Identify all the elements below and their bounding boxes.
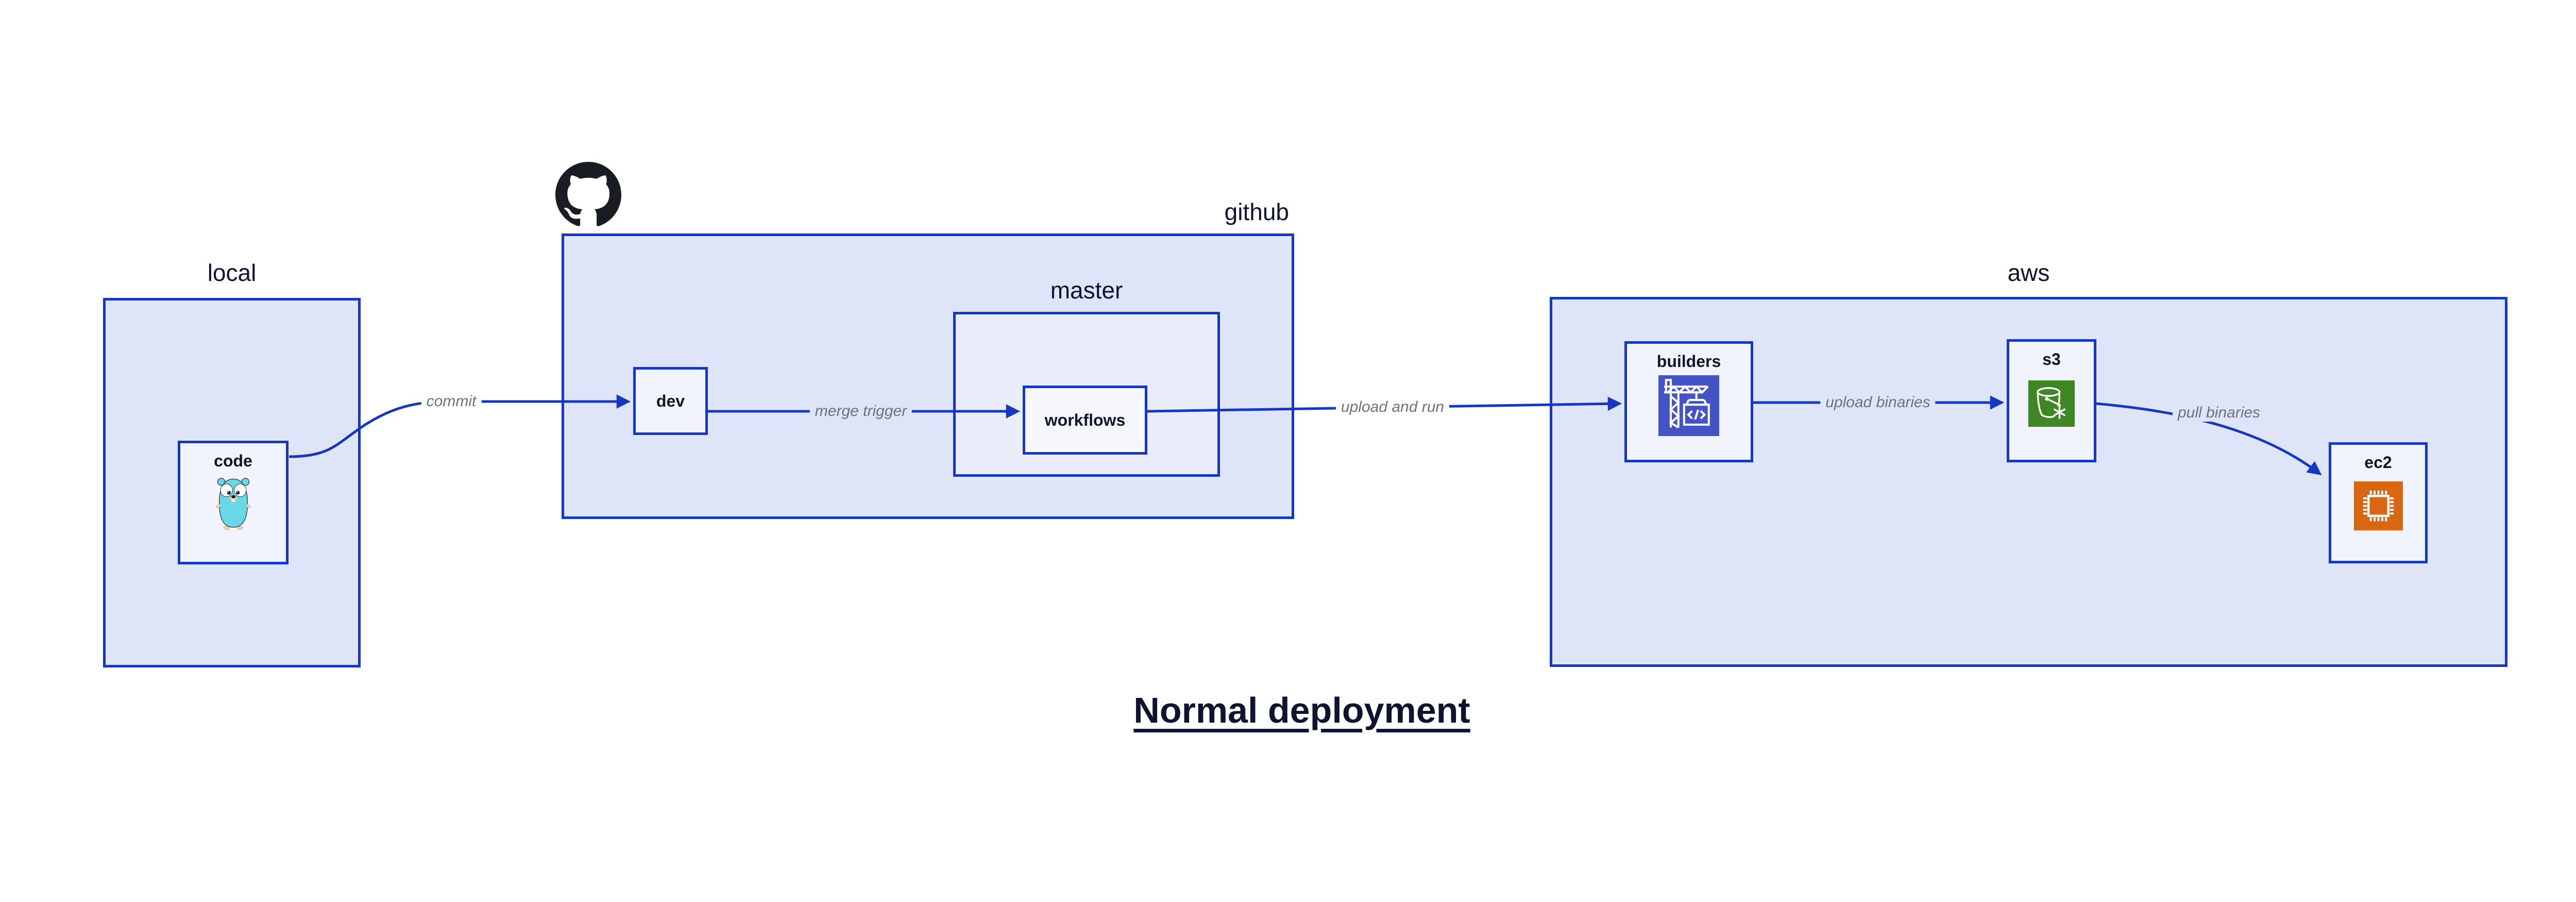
node-dev-label: dev (656, 391, 685, 410)
s3-bucket-icon (2028, 380, 2075, 427)
go-gopher-icon (215, 478, 251, 530)
node-workflows-label: workflows (1044, 410, 1126, 429)
node-code-label: code (214, 452, 252, 470)
edge-label-merge-trigger: merge trigger (809, 403, 912, 420)
group-local-label: local (207, 259, 257, 286)
node-workflows: workflows (1023, 386, 1147, 455)
group-master-label: master (1050, 277, 1123, 304)
group-aws-label: aws (2007, 259, 2050, 286)
node-ec2: ec2 (2329, 442, 2428, 563)
edge-label-upload-binaries: upload binaries (1820, 394, 1936, 411)
group-github-label: github (1224, 198, 1289, 225)
node-builders-label: builders (1656, 352, 1721, 371)
ec2-chip-icon (2353, 481, 2403, 530)
edge-label-pull-binaries: pull binaries (2172, 404, 2266, 422)
edge-label-upload-and-run: upload and run (1335, 398, 1450, 416)
node-s3: s3 (2007, 339, 2096, 462)
node-s3-label: s3 (2042, 350, 2061, 369)
node-code: code (178, 441, 289, 564)
diagram-title: Normal deployment (1133, 690, 1470, 730)
node-ec2-label: ec2 (2364, 453, 2392, 472)
edge-label-commit: commit (421, 393, 482, 410)
github-octocat-icon (555, 162, 621, 226)
codebuild-crane-icon (1658, 375, 1719, 436)
node-dev: dev (633, 367, 708, 435)
node-builders: builders (1624, 341, 1753, 462)
